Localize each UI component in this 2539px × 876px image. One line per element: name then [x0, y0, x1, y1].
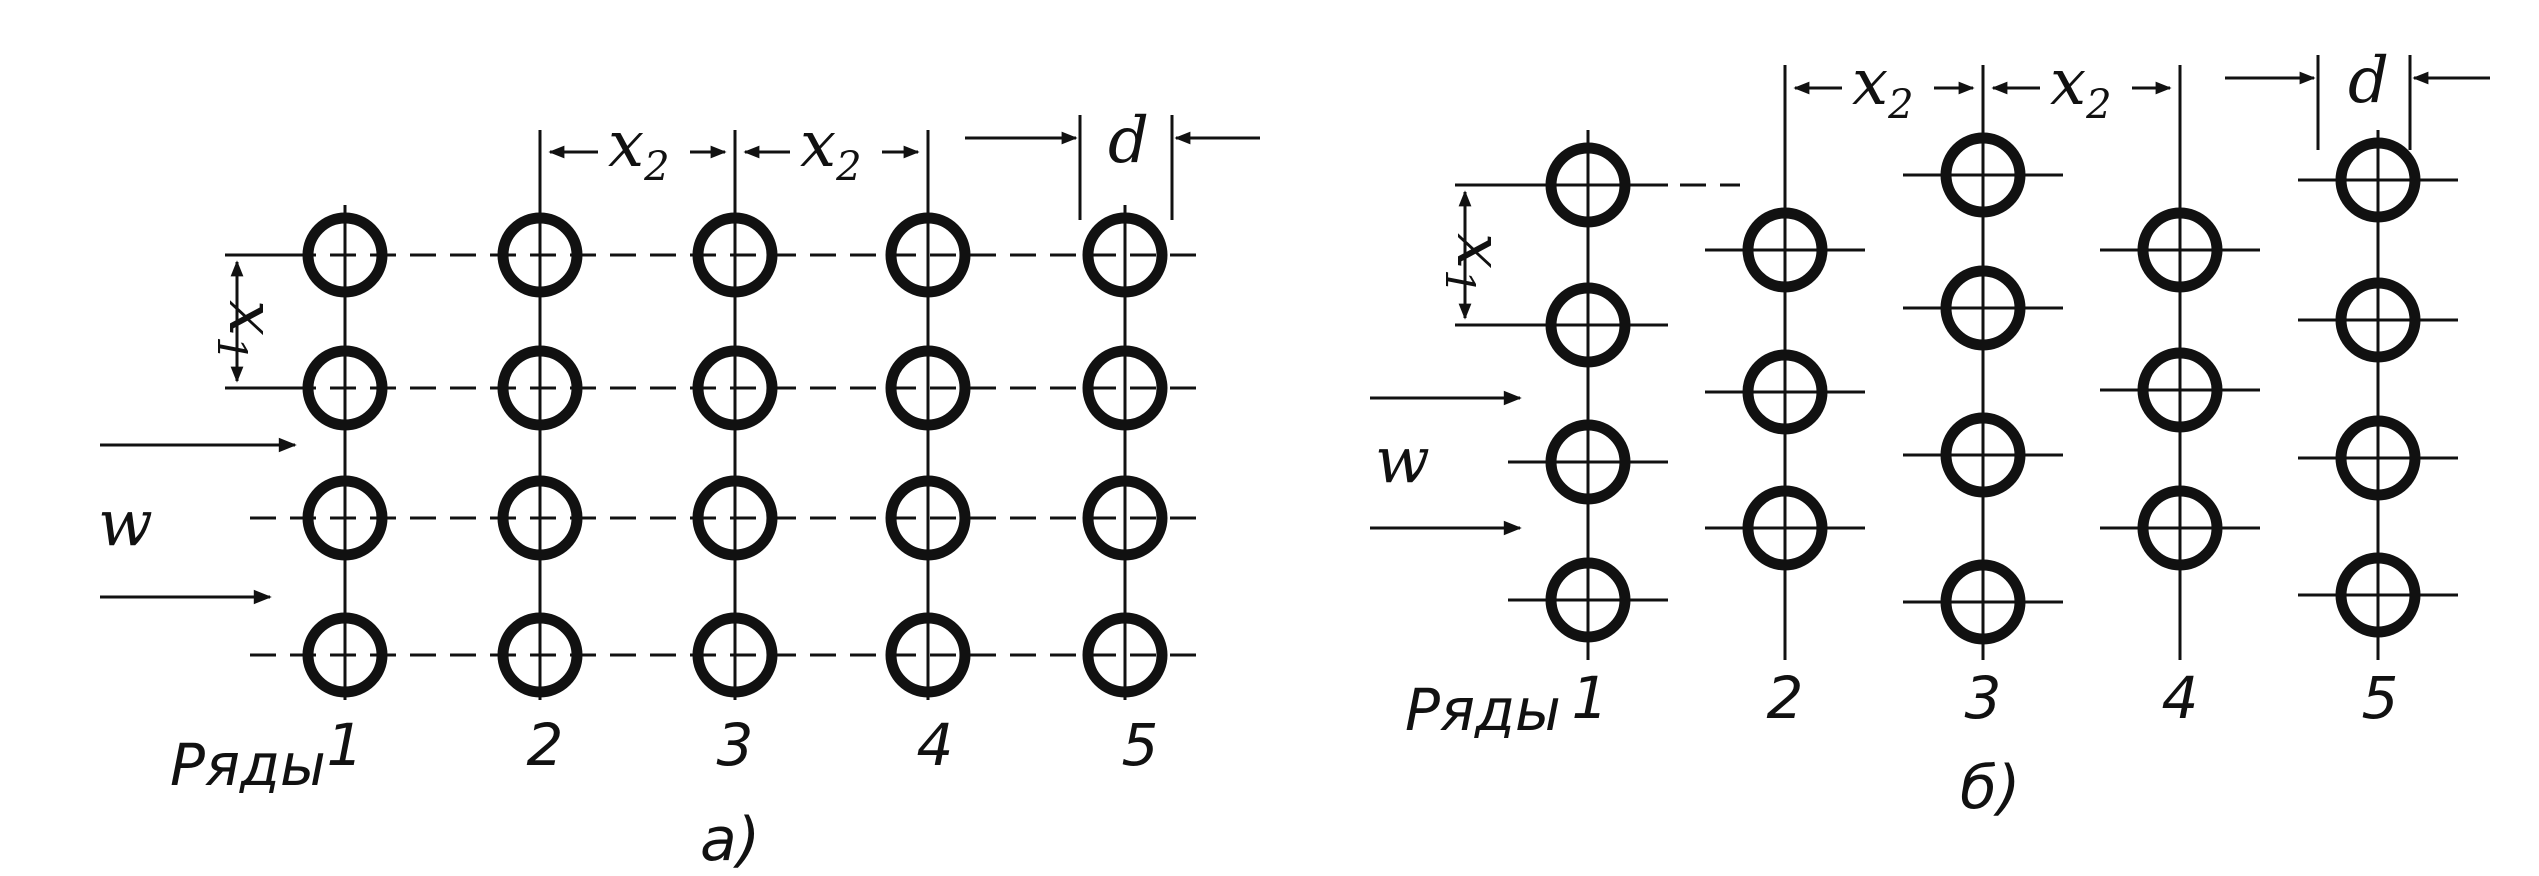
tube-b-row2-1	[1742, 207, 1828, 293]
tube-a-row2-1	[497, 212, 583, 298]
diagram-a-row-number-4: 4	[917, 711, 954, 779]
diagram-b-panel-label: б)	[1960, 753, 2020, 823]
tube-b-row1-2	[1545, 282, 1631, 368]
diagram-a-row-number-5: 5	[1122, 711, 1159, 779]
tube-a-row3-3	[692, 475, 778, 561]
tube-b-row5-2	[2335, 277, 2421, 363]
diagram-b-flow-label: w	[1375, 424, 1430, 498]
diagram-a-rows-label: Ряды	[170, 731, 326, 799]
tube-a-row4-2	[885, 345, 971, 431]
tube-a-row3-1	[692, 212, 778, 298]
tube-b-row4-2	[2137, 347, 2223, 433]
diagram-a-x1-label: x1	[208, 300, 288, 362]
diagram-b-tubes	[1545, 132, 2421, 645]
tube-a-row2-3	[497, 475, 583, 561]
tube-a-row5-3	[1082, 475, 1168, 561]
tube-a-row3-2	[692, 345, 778, 431]
diagram-b-d-label: d	[2348, 44, 2389, 118]
diagram-b-row-number-5: 5	[2362, 664, 2399, 732]
tube-a-row2-4	[497, 612, 583, 698]
tube-b-row1-4	[1545, 557, 1631, 643]
diagram-a-row-number-1: 1	[327, 711, 364, 779]
diagram-b-x2-label-2: x2	[2050, 46, 2112, 128]
tube-b-row4-3	[2137, 485, 2223, 571]
tube-b-row4-1	[2137, 207, 2223, 293]
diagram-b-row-number-4: 4	[2162, 664, 2199, 732]
tube-b-row3-3	[1940, 412, 2026, 498]
diagram-a-row-numbers: 1 2 3 4 5	[327, 711, 1159, 779]
diagram-a-flow-label: w	[98, 487, 153, 561]
tube-b-row5-4	[2335, 552, 2421, 638]
tube-b-row1-1	[1545, 142, 1631, 228]
diagram-a-panel-label: a)	[700, 805, 760, 875]
diagram-a-x2-label-2: x2	[800, 108, 862, 190]
svg-text:x1: x1	[1436, 233, 1516, 295]
tube-b-row5-1	[2335, 137, 2421, 223]
diagram-a-row-number-3: 3	[717, 711, 754, 779]
tube-b-row2-2	[1742, 349, 1828, 435]
diagram-b-row-number-2: 2	[1767, 664, 1804, 732]
tube-a-row4-4	[885, 612, 971, 698]
diagram-b-rows-label: Ряды	[1405, 676, 1561, 744]
tube-b-row1-3	[1545, 419, 1631, 505]
tube-a-row4-1	[885, 212, 971, 298]
tube-a-row1-4	[302, 612, 388, 698]
diagram-b-staggered: w x1 x2 x2 d Ряды 1 2 3 4 5 б)	[1370, 44, 2490, 823]
diagram-b-row-number-1: 1	[1572, 664, 1609, 732]
svg-text:x1: x1	[208, 300, 288, 362]
diagram-a-d-label: d	[1108, 104, 1149, 178]
tube-b-row3-2	[1940, 265, 2026, 351]
diagram-b-x2-label-1: x2	[1852, 46, 1914, 128]
tube-a-row5-2	[1082, 345, 1168, 431]
tube-b-row2-3	[1742, 485, 1828, 571]
diagram-a-x2-label-1: x2	[608, 108, 670, 190]
tube-a-row5-4	[1082, 612, 1168, 698]
tube-b-row5-3	[2335, 415, 2421, 501]
tube-a-row1-3	[302, 475, 388, 561]
tube-a-row4-3	[885, 475, 971, 561]
diagram-b-row-numbers: 1 2 3 4 5	[1572, 664, 2399, 732]
diagram-a-inline: w x1 x2 x2 d Ряды 1 2 3 4 5 a)	[98, 104, 1260, 875]
diagram-b-x1-label: x1	[1436, 233, 1516, 295]
diagram-b-row-number-3: 3	[1965, 664, 2002, 732]
tube-b-row3-4	[1940, 559, 2026, 645]
tube-a-row3-4	[692, 612, 778, 698]
diagram-a-gridlines	[250, 205, 1205, 700]
tube-a-row5-1	[1082, 212, 1168, 298]
tube-a-row2-2	[497, 345, 583, 431]
diagram-a-row-number-2: 2	[527, 711, 564, 779]
